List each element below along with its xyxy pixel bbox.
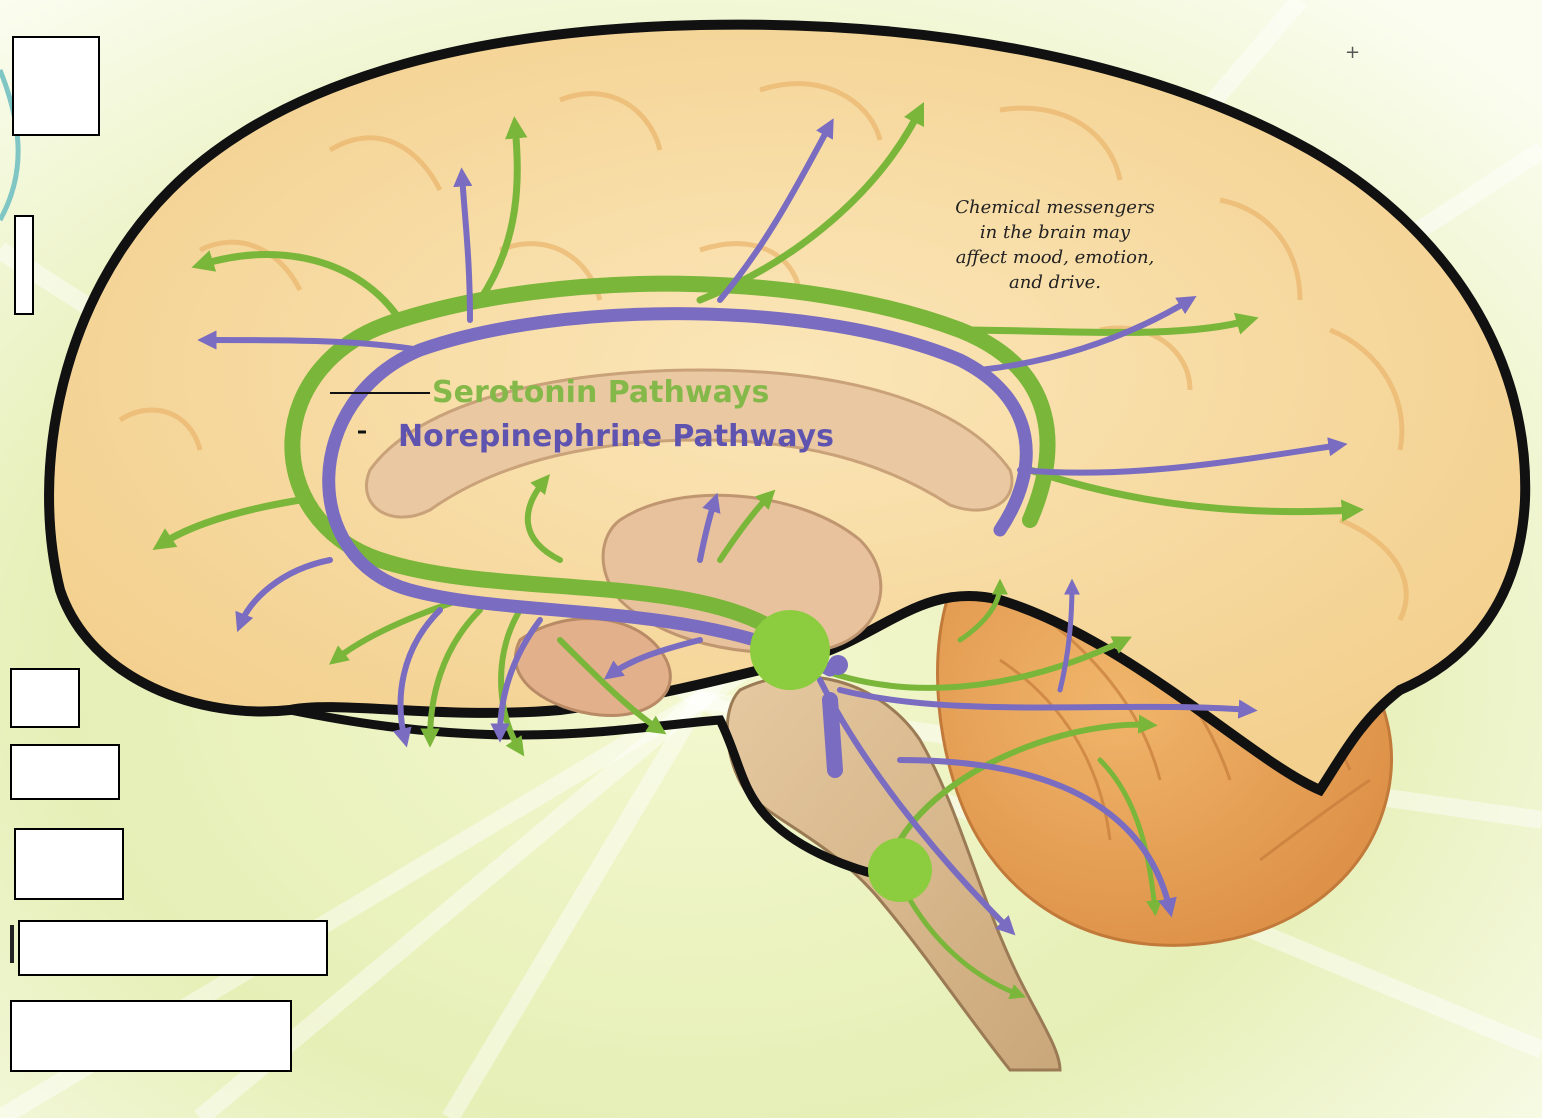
blank-label-box-6[interactable] bbox=[18, 920, 328, 976]
blank-label-box-7[interactable] bbox=[10, 1000, 292, 1072]
blank-label-box-1[interactable] bbox=[12, 36, 100, 136]
annotation-line-1: Chemical messengers bbox=[955, 197, 1155, 218]
blank-label-box-5[interactable] bbox=[14, 828, 124, 900]
blank-label-box-3[interactable] bbox=[10, 668, 80, 728]
box-6-edge-mark bbox=[10, 925, 14, 963]
plus-mark: + bbox=[1345, 42, 1360, 63]
locus-coeruleus bbox=[828, 655, 848, 675]
blank-label-box-2[interactable] bbox=[14, 215, 34, 315]
norepinephrine-label: Norepinephrine Pathways bbox=[398, 419, 834, 454]
annotation-line-4: and drive. bbox=[1009, 272, 1101, 293]
annotation-line-2: in the brain may bbox=[980, 222, 1131, 243]
serotonin-label: Serotonin Pathways bbox=[432, 375, 769, 410]
blank-label-box-4[interactable] bbox=[10, 744, 120, 800]
annotation-line-3: affect mood, emotion, bbox=[956, 247, 1155, 268]
